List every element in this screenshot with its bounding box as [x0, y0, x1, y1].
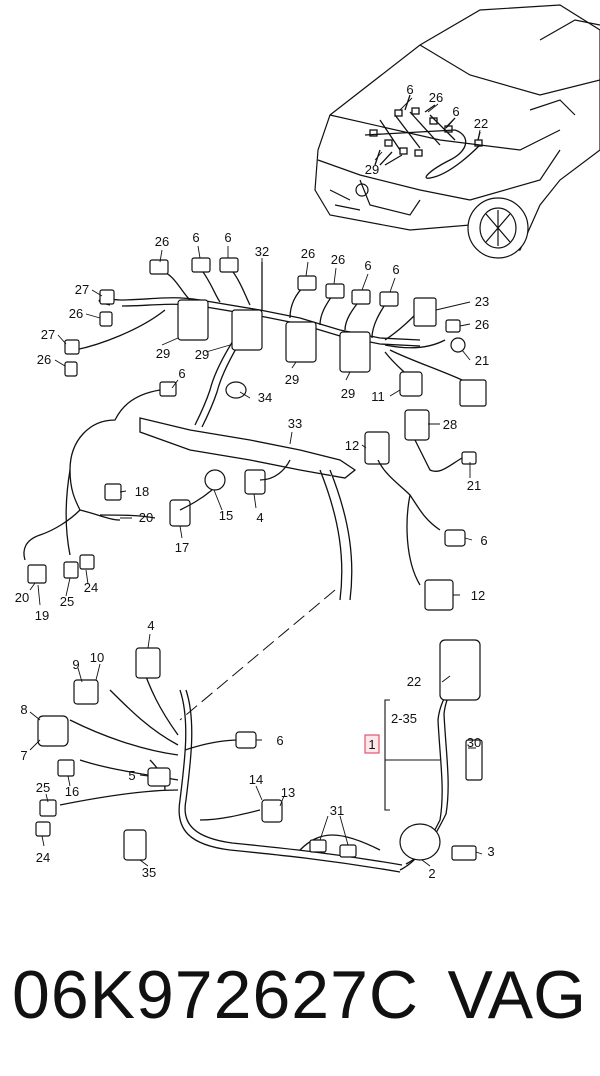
callout-number: 20	[15, 590, 29, 605]
callout-number: 7	[20, 748, 27, 763]
leader-lines	[29, 97, 483, 867]
callout-number: 24	[84, 580, 98, 595]
callout-number: 29	[156, 346, 170, 361]
callout-number: 25	[60, 594, 74, 609]
callout-number: 21	[475, 353, 489, 368]
callout-number: 22	[474, 116, 488, 131]
callout-number: 21	[467, 478, 481, 493]
callout-number: 29	[195, 347, 209, 362]
part-number: 06K972627C	[12, 957, 420, 1033]
callout-number: 23	[475, 294, 489, 309]
callout-number: 6	[480, 533, 487, 548]
callout-number: 27	[75, 282, 89, 297]
dashed-connection-line	[179, 589, 336, 721]
brand-name: VAG	[447, 957, 586, 1033]
callout-number: 29	[285, 372, 299, 387]
callout-number: 24	[36, 850, 50, 865]
callout-number: 14	[249, 772, 263, 787]
callout-number: 28	[443, 417, 457, 432]
callout-number: 17	[175, 540, 189, 555]
callout-number: 26	[429, 90, 443, 105]
footer: 06K972627C VAG	[0, 940, 600, 1050]
callout-number: 16	[65, 784, 79, 799]
upper-engine-harness	[23, 262, 463, 561]
callout-number: 15	[219, 508, 233, 523]
callout-number: 6	[192, 230, 199, 245]
callout-number: 12	[471, 588, 485, 603]
harness-bracket	[139, 417, 357, 601]
callout-number: 26	[475, 317, 489, 332]
callout-number: 6	[392, 262, 399, 277]
callout-number: 18	[135, 484, 149, 499]
callout-number: 30	[467, 735, 481, 750]
callout-number: 6	[178, 366, 185, 381]
callout-number: 26	[37, 352, 51, 367]
callout-number: 2-35	[391, 711, 417, 726]
wiring-harness-diagram: 6 26 6 22 29 26 6 6 32 26 26 6 6 27 26 2…	[15, 4, 600, 881]
callout-number: 34	[258, 390, 272, 405]
callout-number: 26	[301, 246, 315, 261]
callout-number: 12	[345, 438, 359, 453]
callout-number: 10	[90, 650, 104, 665]
callout-number: 3	[487, 844, 494, 859]
upper-connectors	[64, 257, 487, 407]
group-bracket	[384, 699, 440, 811]
callout-number: 20	[139, 510, 153, 525]
callout-number: 31	[330, 803, 344, 818]
right-side-wiring	[179, 439, 463, 586]
callout-number: 2	[428, 866, 435, 881]
highlight-box-part-1[interactable]	[364, 734, 380, 754]
callout-number: 6	[406, 82, 413, 97]
callout-number: 6	[364, 258, 371, 273]
callout-number: 35	[142, 865, 156, 880]
callout-number: 26	[69, 306, 83, 321]
callout-number: 26	[155, 234, 169, 249]
lower-connectors	[35, 639, 483, 861]
callout-number: 5	[128, 768, 135, 783]
callout-number: 26	[331, 252, 345, 267]
callout-number: 19	[35, 608, 49, 623]
callout-number: 22	[407, 674, 421, 689]
callout-number: 9	[72, 657, 79, 672]
callout-number: 27	[41, 327, 55, 342]
callout-number: 8	[20, 702, 27, 717]
callout-number: 6	[452, 104, 459, 119]
callout-number: 4	[256, 510, 263, 525]
callout-number: 33	[288, 416, 302, 431]
callout-number: 32	[255, 244, 269, 259]
callout-number: 11	[371, 389, 385, 404]
lower-harness	[59, 659, 462, 873]
callout-number: 6	[276, 733, 283, 748]
callout-number: 29	[365, 162, 379, 177]
callout-number: 29	[341, 386, 355, 401]
middle-connectors	[27, 409, 477, 611]
callout-numbers: 6 26 6 22 29 26 6 6 32 26 26 6 6 27 26 2…	[15, 82, 495, 881]
car-illustration	[314, 4, 600, 259]
callout-number: 6	[224, 230, 231, 245]
callout-number: 4	[147, 618, 154, 633]
callout-number: 13	[281, 785, 295, 800]
callout-number: 25	[36, 780, 50, 795]
callout-number: 1	[368, 737, 375, 752]
